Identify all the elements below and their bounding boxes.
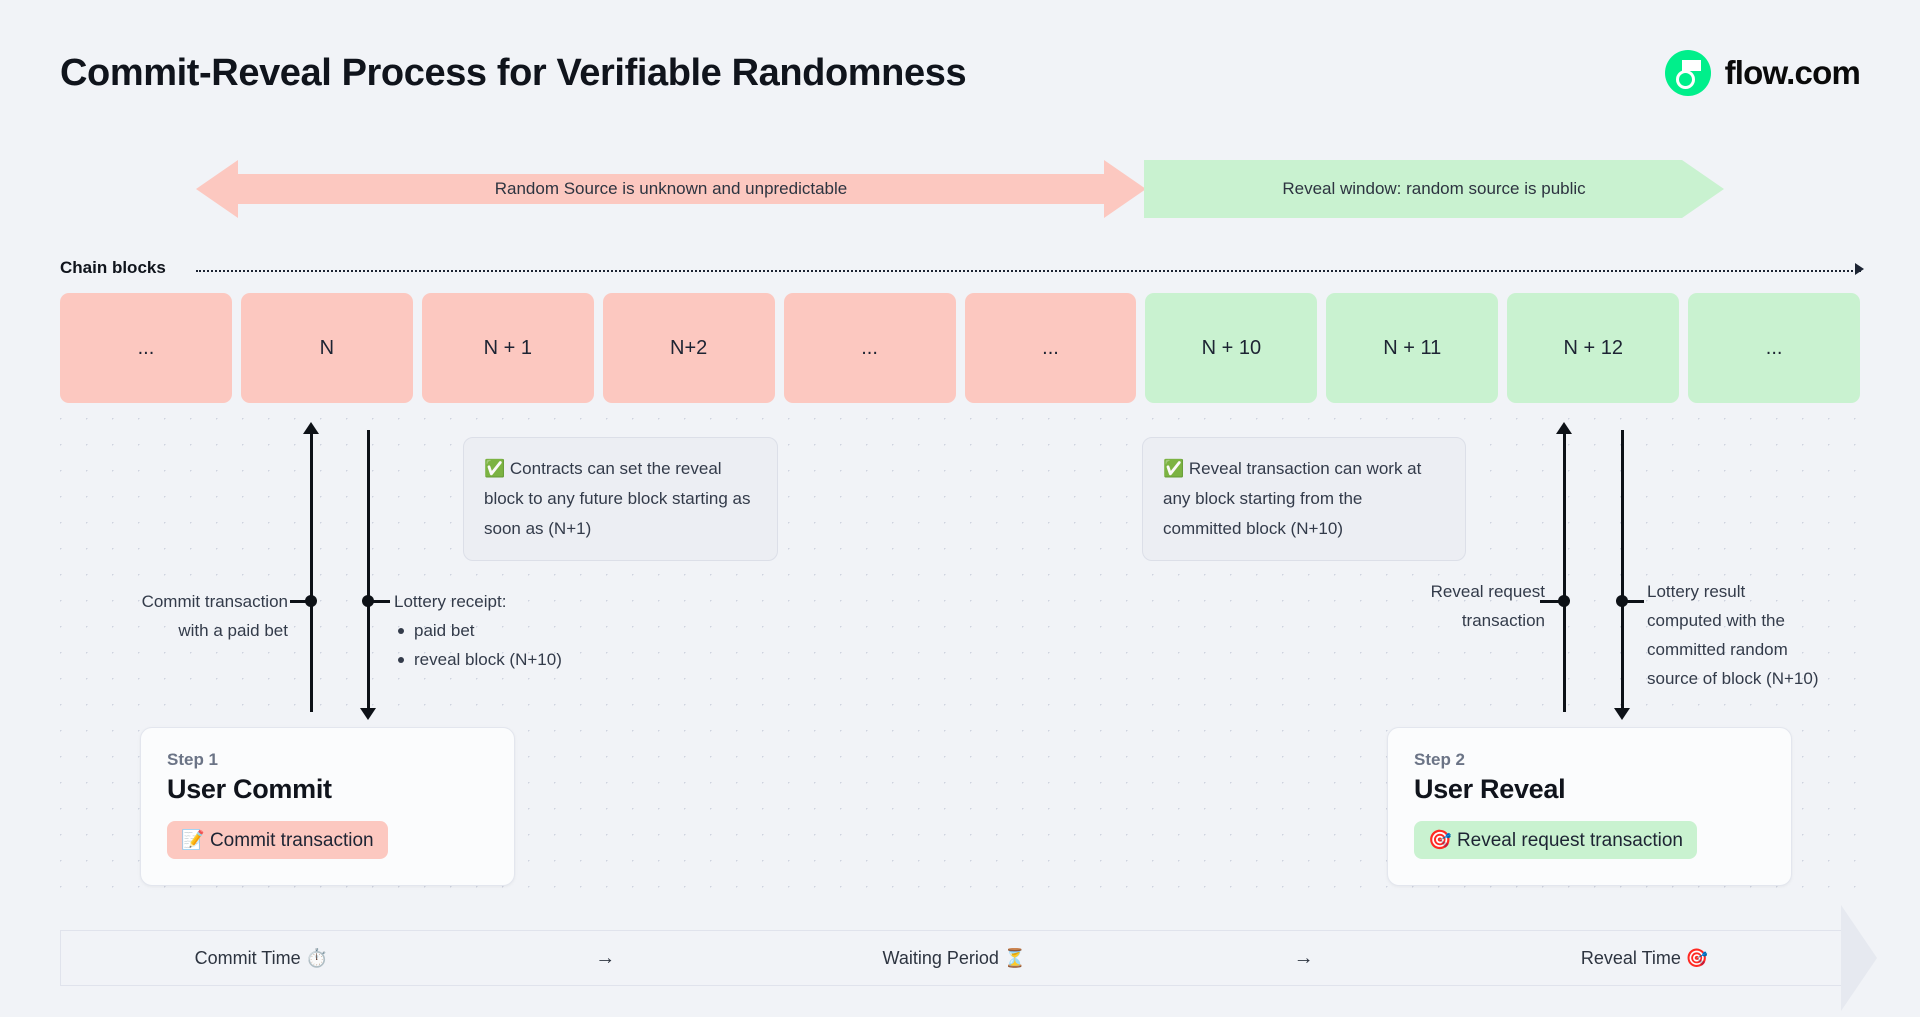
phase-item-0: Commit Time ⏱️	[194, 947, 329, 968]
target-icon: 🎯	[1428, 830, 1452, 851]
banner-random-unknown-label: Random Source is unknown and unpredictab…	[494, 179, 848, 198]
step-2-chip-label: Reveal request transaction	[1456, 830, 1683, 851]
check-icon: ✅	[1163, 459, 1185, 478]
flow-logo-icon	[1664, 50, 1711, 96]
banner-reveal-window-label: Reveal window: random source is public	[1282, 179, 1586, 198]
step-1-chip[interactable]: 📝 Commit transaction	[167, 821, 388, 859]
receipt-arrow-line	[367, 430, 370, 710]
chain-blocks-label: Chain blocks	[60, 258, 166, 277]
annotation-receipt-item-0: paid bet	[394, 616, 694, 645]
annotation-receipt-item-1: reveal block (N+10)	[394, 645, 694, 674]
chain-rail-arrow-icon	[1855, 263, 1864, 275]
chain-block-0: ...	[60, 293, 232, 403]
brand-name: flow.com	[1724, 54, 1861, 91]
phase-item-1: Waiting Period ⏳	[882, 947, 1027, 968]
step-card-user-commit[interactable]: Step 1 User Commit 📝 Commit transaction	[140, 727, 515, 886]
annotation-reveal-request-line2: transaction	[1461, 611, 1545, 630]
chain-block-label: ...	[1765, 336, 1783, 359]
brand-logo: flow.com	[1664, 50, 1861, 96]
chain-block-label: ...	[1042, 336, 1059, 359]
chain-block-2: N + 1	[421, 293, 594, 403]
reveal-request-arrow-line	[1563, 432, 1566, 712]
memo-icon: 📝	[181, 830, 205, 851]
annotation-lottery-result-line4: source of block (N+10)	[1647, 669, 1819, 688]
banner-random-unknown: Random Source is unknown and unpredictab…	[196, 160, 1146, 218]
commit-arrow-line	[310, 432, 313, 712]
receipt-connector	[368, 600, 390, 603]
phase-separator-arrow-icon: →	[1293, 946, 1314, 969]
phase-timeline-bar: Commit Time ⏱️ → Waiting Period ⏳ → Reveal T…	[60, 930, 1843, 986]
step-2-chip[interactable]: 🎯 Reveal request transaction	[1414, 821, 1697, 859]
chain-block-9: ...	[1688, 293, 1861, 403]
chain-block-5: ...	[964, 293, 1137, 403]
annotation-reveal-request: Reveal request transaction	[1330, 577, 1545, 635]
annotation-commit-line1: Commit transaction	[141, 592, 288, 611]
chain-block-label: ...	[861, 336, 878, 359]
step-1-chip-label: Commit transaction	[209, 830, 374, 851]
chain-block-label: N + 11	[1383, 336, 1442, 359]
callout-contracts-reveal-block: ✅ Contracts can set the reveal block to …	[463, 437, 778, 561]
chain-block-6: N + 10	[1145, 293, 1318, 403]
chain-block-8: N + 12	[1507, 293, 1680, 403]
phase-item-2: Reveal Time 🎯	[1580, 947, 1709, 968]
receipt-arrow-head-icon	[360, 708, 376, 720]
reveal-request-connector	[1540, 600, 1562, 603]
chain-block-label: ...	[137, 336, 155, 359]
annotation-commit-line2: with a paid bet	[178, 621, 288, 640]
lottery-result-arrow-line	[1621, 430, 1624, 710]
annotation-reveal-request-line1: Reveal request	[1430, 582, 1545, 601]
chain-rail-line	[196, 270, 1861, 272]
chain-block-label: N+2	[670, 336, 708, 359]
page-title: Commit-Reveal Process for Verifiable Ran…	[60, 52, 967, 94]
step-1-kicker: Step 1	[167, 750, 219, 769]
chain-block-label: N + 1	[483, 336, 532, 359]
step-card-user-reveal[interactable]: Step 2 User Reveal 🎯 Reveal request tran…	[1387, 727, 1792, 886]
chain-block-label: N + 12	[1563, 336, 1623, 359]
commit-connector	[290, 600, 312, 603]
chain-block-label: N + 10	[1201, 336, 1262, 359]
callout-reveal-transaction: ✅ Reveal transaction can work at any blo…	[1142, 437, 1466, 561]
annotation-receipt-title: Lottery receipt:	[394, 592, 507, 611]
chain-block-row: ... N N + 1 N+2...... N + 10 N + 11 N + 12...	[60, 293, 1861, 403]
chain-block-7: N + 11	[1326, 293, 1499, 403]
reveal-request-node-dot	[1558, 595, 1570, 607]
step-1-title: User Commit	[167, 774, 332, 804]
commit-arrow-head-icon	[303, 422, 319, 434]
lottery-result-arrow-head-icon	[1614, 708, 1630, 720]
step-2-kicker: Step 2	[1414, 750, 1466, 769]
annotation-lottery-result-line1: Lottery result	[1647, 582, 1746, 601]
phase-timeline-arrow-icon	[1841, 905, 1877, 1011]
banner-arrow-double-shape	[196, 160, 1146, 218]
phase-separator-arrow-icon: →	[595, 946, 616, 969]
callout-contracts-text: Contracts can set the reveal block to an…	[484, 459, 751, 538]
chain-block-4: ...	[783, 293, 956, 403]
lottery-result-connector	[1622, 600, 1644, 603]
annotation-lottery-result-line3: committed random	[1647, 640, 1788, 659]
chain-block-3: N+2	[602, 293, 775, 403]
annotation-commit-transaction: Commit transaction with a paid bet	[70, 587, 288, 645]
step-2-title: User Reveal	[1414, 774, 1566, 804]
annotation-lottery-result-line2: computed with the	[1647, 611, 1785, 630]
banner-reveal-window: Reveal window: random source is public	[1144, 160, 1724, 218]
chain-block-1: N	[240, 293, 413, 403]
callout-reveal-text: Reveal transaction can work at any block…	[1163, 459, 1422, 538]
reveal-request-arrow-head-icon	[1556, 422, 1572, 434]
check-icon: ✅	[484, 459, 506, 478]
chain-block-label: N	[319, 336, 335, 359]
annotation-lottery-result: Lottery result computed with the committ…	[1647, 577, 1887, 693]
banner-arrow-right-shape	[1144, 160, 1724, 218]
